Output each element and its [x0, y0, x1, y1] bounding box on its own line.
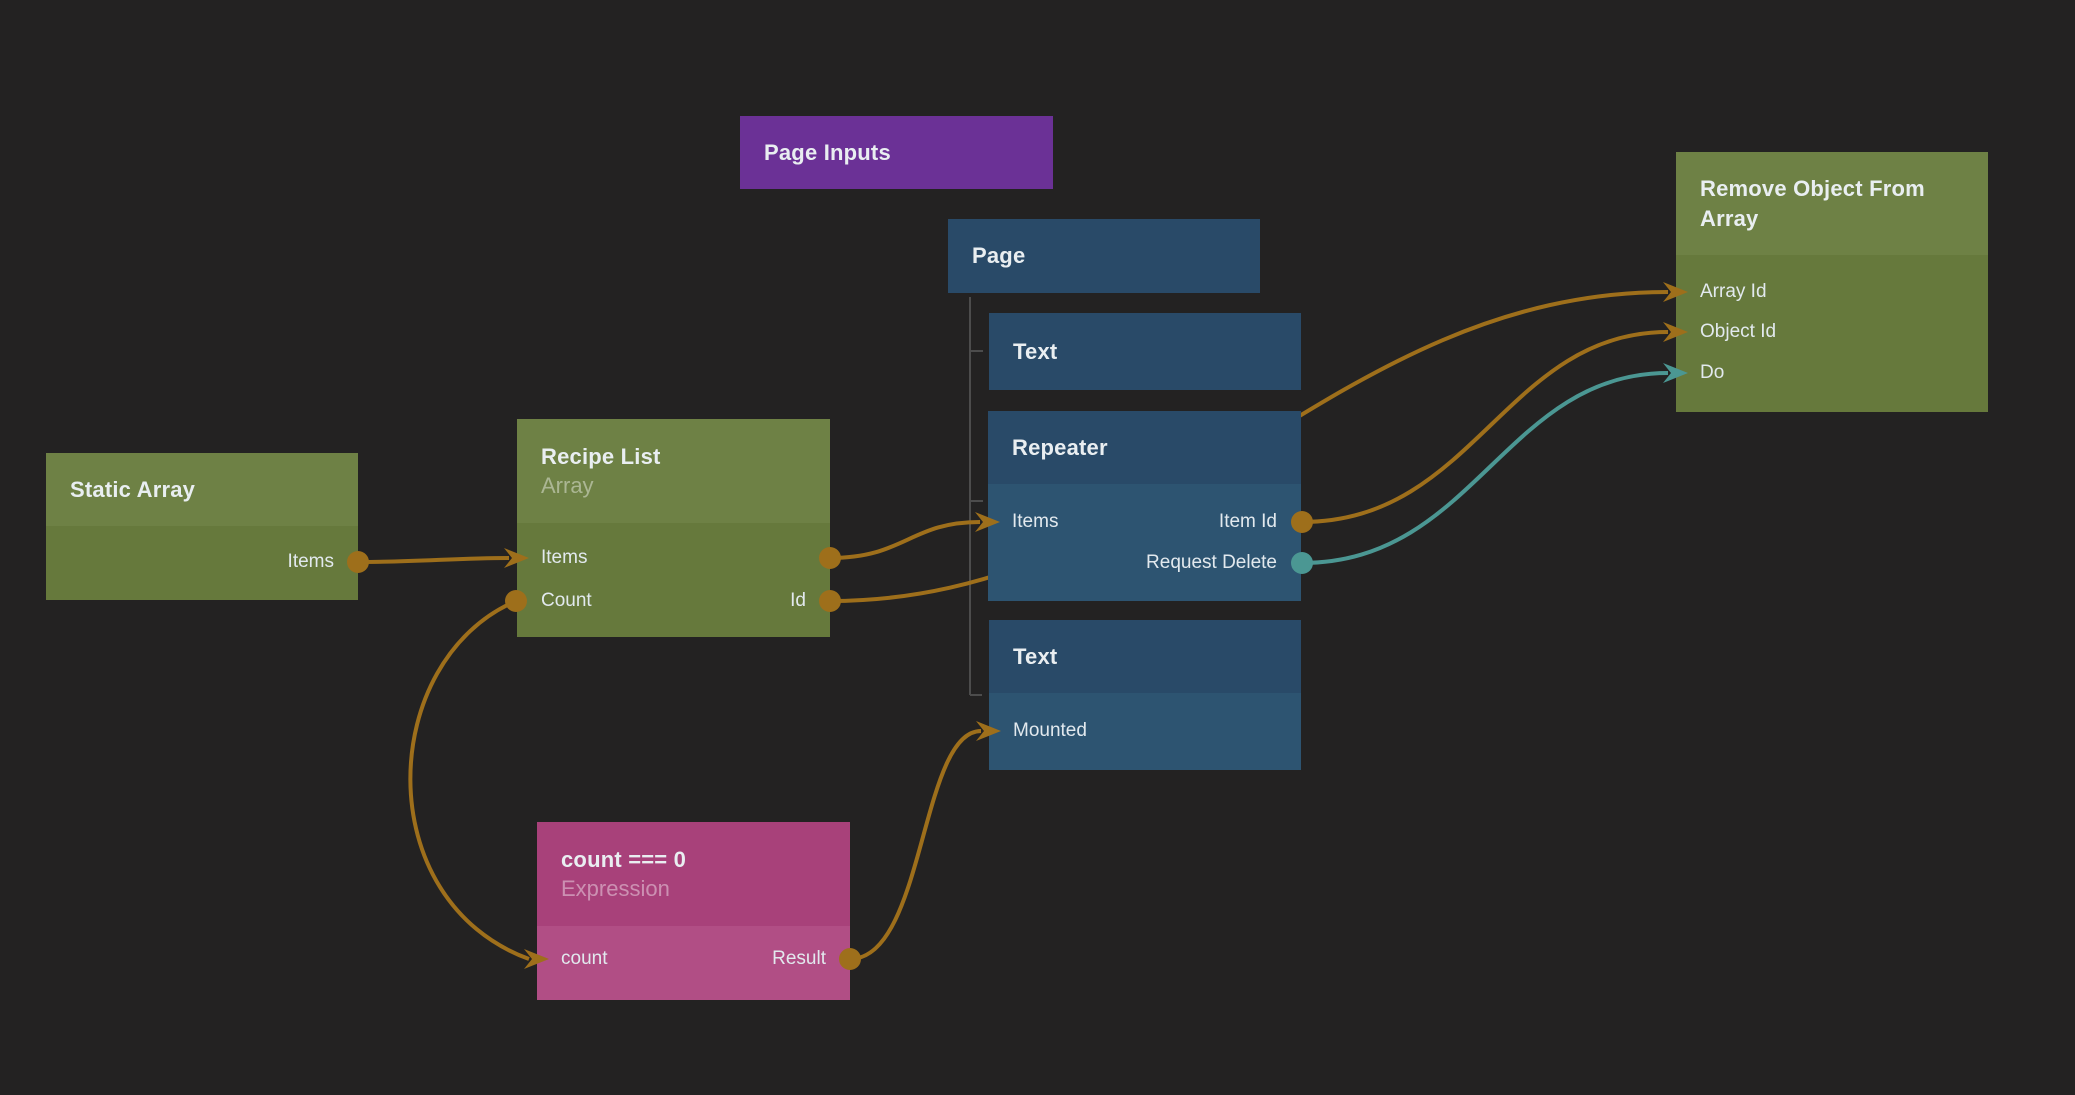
node-header: Text [989, 313, 1301, 390]
port-items[interactable]: Items [541, 547, 588, 568]
node-title: Page [972, 243, 1026, 268]
node-page[interactable]: Page [948, 219, 1260, 293]
node-header: Text [989, 620, 1301, 693]
port-count[interactable]: Count [541, 590, 592, 611]
node-text-1[interactable]: Text [989, 313, 1301, 390]
node-title: Text [1013, 338, 1058, 364]
node-header: Static Array [46, 453, 358, 526]
node-expression[interactable]: count === 0 Expression count Result [537, 822, 850, 1000]
port-item-id[interactable]: Item Id [1218, 511, 1277, 532]
node-header: Remove Object From Array [1676, 152, 1988, 255]
node-title: Remove Object From Array [1700, 175, 1925, 231]
node-title: Page Inputs [764, 139, 891, 165]
port-array-id[interactable]: Array Id [1700, 281, 1767, 302]
port-count[interactable]: count [561, 948, 608, 969]
node-header: Repeater [988, 411, 1301, 484]
node-header: count === 0 Expression [537, 822, 850, 926]
node-title: Repeater [1012, 434, 1108, 460]
port-do[interactable]: Do [1700, 362, 1725, 383]
node-header: Page Inputs [740, 116, 1053, 189]
node-title: count === 0 [561, 847, 687, 872]
port-object-id[interactable]: Object Id [1700, 321, 1777, 342]
port-items[interactable]: Items [287, 551, 334, 572]
node-title: Recipe List [541, 444, 661, 469]
node-subtitle: Expression [561, 876, 670, 901]
node-title: Text [1013, 643, 1058, 669]
node-header: Page [948, 219, 1260, 293]
port-request-delete[interactable]: Request Delete [1146, 552, 1277, 573]
port-id[interactable]: Id [790, 590, 806, 611]
node-title: Static Array [70, 476, 196, 502]
node-subtitle: Array [541, 473, 594, 498]
port-mounted[interactable]: Mounted [1013, 720, 1087, 741]
node-page-inputs[interactable]: Page Inputs [740, 116, 1053, 189]
port-result[interactable]: Result [772, 948, 826, 969]
port-items[interactable]: Items [1012, 511, 1059, 532]
